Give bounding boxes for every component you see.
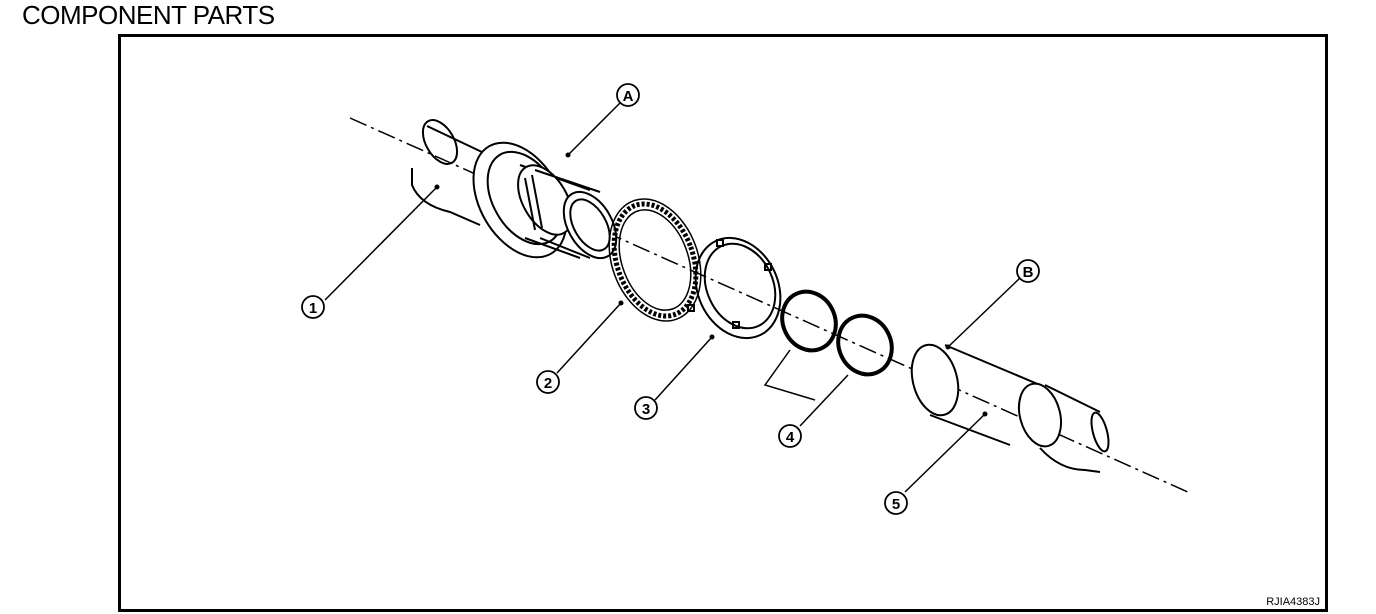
callout-4-label: 4 bbox=[786, 429, 795, 446]
callout-4-circle bbox=[778, 424, 802, 448]
part-5-shaft bbox=[910, 343, 1110, 473]
part-3-thrust-washer bbox=[687, 236, 782, 340]
callout-5-label: 5 bbox=[892, 496, 900, 513]
callout-5-circle bbox=[884, 491, 908, 515]
part-4-seal-rings bbox=[780, 289, 894, 377]
callout-1-circle bbox=[301, 295, 325, 319]
marker-a-label: A bbox=[623, 88, 634, 105]
marker-a-circle bbox=[616, 83, 640, 107]
part-2-needle-bearing bbox=[608, 198, 702, 322]
marker-b-label: B bbox=[1023, 264, 1034, 281]
callout-1-label: 1 bbox=[309, 300, 317, 317]
figure-frame bbox=[118, 34, 1328, 612]
center-axis-line bbox=[349, 117, 1191, 494]
marker-b-circle bbox=[1016, 259, 1040, 283]
part-1-shaft bbox=[411, 119, 618, 260]
page-title: COMPONENT PARTS bbox=[22, 0, 275, 30]
callout-2-label: 2 bbox=[544, 375, 552, 392]
callout-3-label: 3 bbox=[642, 401, 650, 418]
callout-3-circle bbox=[634, 396, 658, 420]
figure-reference-code: RJIA4383J bbox=[1266, 596, 1320, 608]
callout-2-circle bbox=[536, 370, 560, 394]
